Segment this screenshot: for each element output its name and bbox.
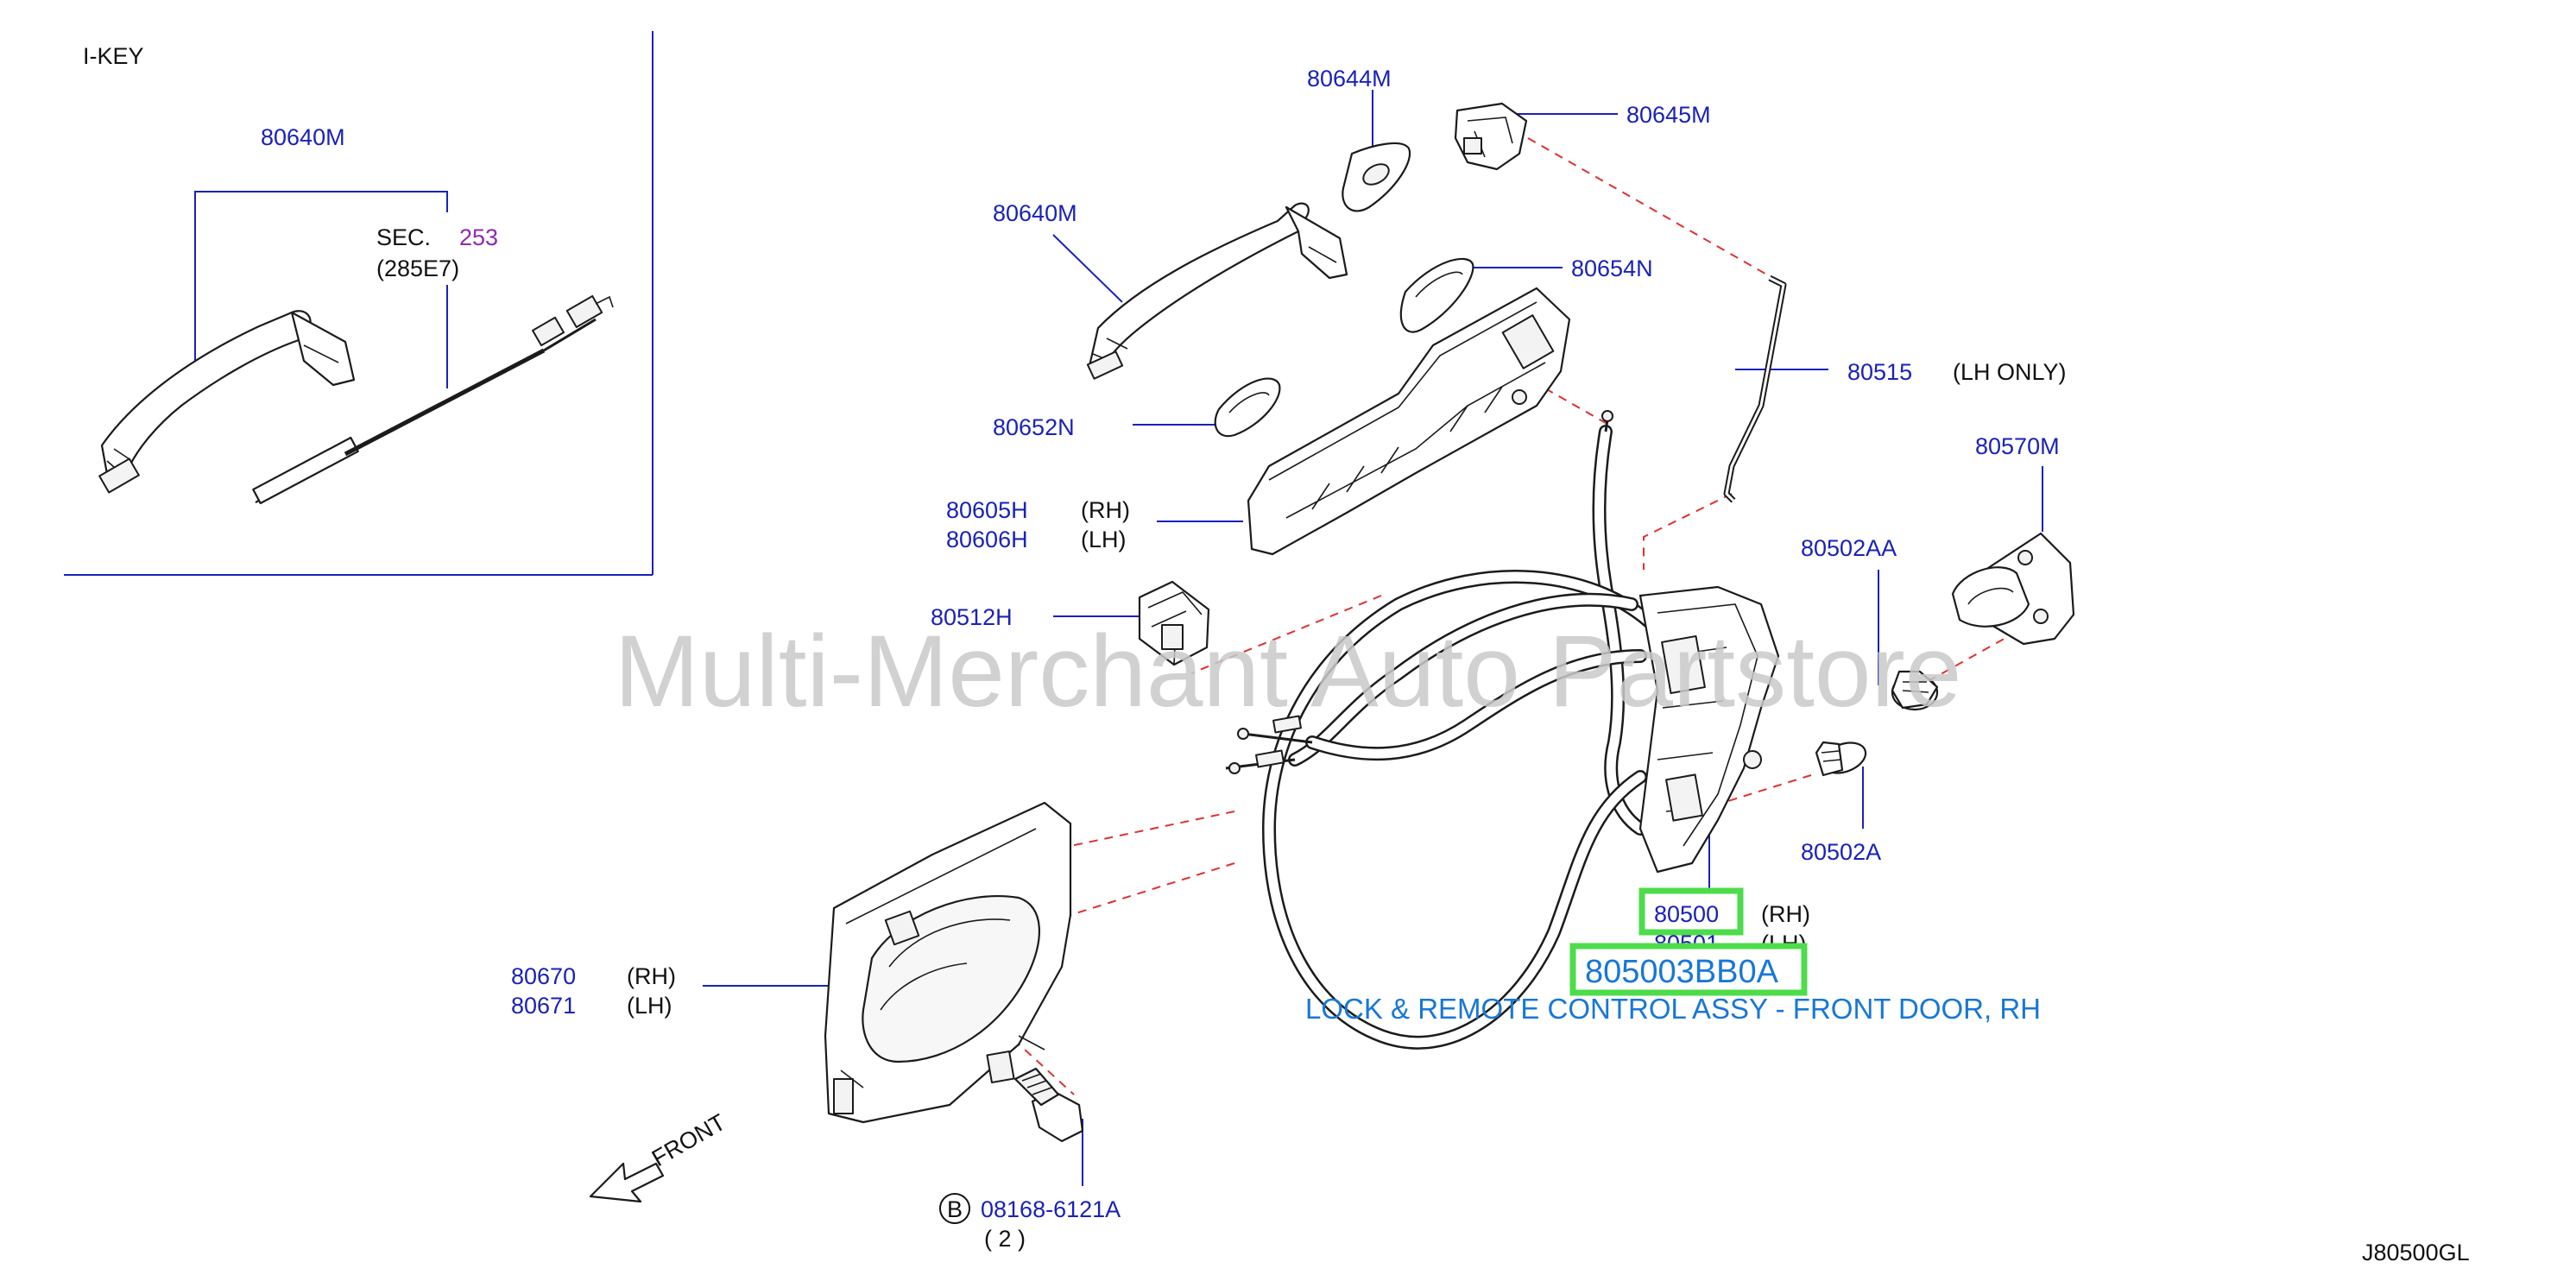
callout-80671-side: (LH) bbox=[627, 993, 672, 1019]
callout-80500-side: (RH) bbox=[1761, 901, 1810, 927]
inset-handle-part-label[interactable]: 80640M bbox=[261, 124, 345, 150]
callout-80644M[interactable]: 80644M bbox=[1307, 66, 1392, 92]
inset-outside-handle-drawing bbox=[98, 310, 356, 494]
sec-label: SEC. bbox=[376, 224, 431, 250]
callout-80605H-side: (RH) bbox=[1081, 497, 1130, 523]
part-80644M-drawing bbox=[1342, 142, 1411, 212]
callout-80606H-side: (LH) bbox=[1081, 527, 1127, 552]
callout-80652N[interactable]: 80652N bbox=[993, 414, 1075, 440]
highlight-part-number[interactable]: 805003BB0A bbox=[1585, 954, 1779, 990]
part-80670-drawing bbox=[824, 801, 1072, 1124]
callout-80670-side: (RH) bbox=[627, 963, 676, 989]
part-80570M-drawing bbox=[1951, 532, 2075, 646]
part-80640M-drawing bbox=[1086, 202, 1348, 380]
bolt-marker-letter: B bbox=[947, 1196, 963, 1222]
sec-sub-label: (285E7) bbox=[376, 256, 459, 281]
part-80512H-drawing bbox=[1138, 580, 1210, 666]
callout-80671[interactable]: 80671 bbox=[511, 993, 576, 1019]
bolt-marker-circle bbox=[939, 1193, 970, 1224]
callout-80515-note: (LH ONLY) bbox=[1953, 359, 2067, 385]
part-80645M-drawing bbox=[1454, 102, 1528, 171]
part-80502AA-drawing bbox=[1891, 670, 1939, 711]
callout-bolt-part[interactable]: 08168-6121A bbox=[981, 1196, 1121, 1222]
sec-number-link[interactable]: 253 bbox=[459, 224, 498, 250]
inset-frame bbox=[64, 31, 653, 576]
front-label: FRONT bbox=[647, 1109, 730, 1171]
callout-80515[interactable]: 80515 bbox=[1847, 359, 1912, 385]
callout-80670[interactable]: 80670 bbox=[511, 963, 576, 989]
highlight-description: LOCK & REMOTE CONTROL ASSY - FRONT DOOR,… bbox=[1305, 993, 2041, 1025]
callout-80645M[interactable]: 80645M bbox=[1626, 102, 1711, 128]
part-80500-drawing bbox=[1225, 410, 1780, 1050]
part-bolt-drawing bbox=[1013, 1067, 1084, 1143]
callout-bolt-qty: ( 2 ) bbox=[984, 1226, 1026, 1252]
callout-80570M[interactable]: 80570M bbox=[1975, 433, 2060, 459]
highlight-box-part-number bbox=[1569, 943, 1808, 996]
callout-80502AA[interactable]: 80502AA bbox=[1801, 535, 1897, 561]
watermark: Multi-Merchant Auto Partstore bbox=[615, 615, 1962, 729]
inset-cable-drawing bbox=[252, 294, 614, 505]
callout-80605H[interactable]: 80605H bbox=[946, 497, 1028, 523]
part-80515-drawing bbox=[1723, 274, 1787, 503]
inset-leaders bbox=[194, 191, 448, 388]
inset-title: I-KEY bbox=[83, 43, 144, 69]
front-arrow bbox=[589, 1162, 665, 1203]
callout-80606H[interactable]: 80606H bbox=[946, 527, 1028, 552]
callout-80500[interactable]: 80500 bbox=[1654, 901, 1719, 927]
part-80502A-drawing bbox=[1815, 741, 1867, 777]
callout-80502A[interactable]: 80502A bbox=[1801, 839, 1881, 865]
callout-80654N[interactable]: 80654N bbox=[1571, 256, 1653, 281]
callout-80640M[interactable]: 80640M bbox=[993, 200, 1077, 226]
part-80652N-drawing bbox=[1214, 377, 1281, 438]
diagram-code: J80500GL bbox=[2362, 1240, 2470, 1265]
part-80654N-drawing bbox=[1399, 257, 1474, 333]
callout-80512H[interactable]: 80512H bbox=[931, 604, 1013, 630]
part-80605H-drawing bbox=[1247, 287, 1571, 556]
highlight-box-80500 bbox=[1638, 887, 1744, 936]
